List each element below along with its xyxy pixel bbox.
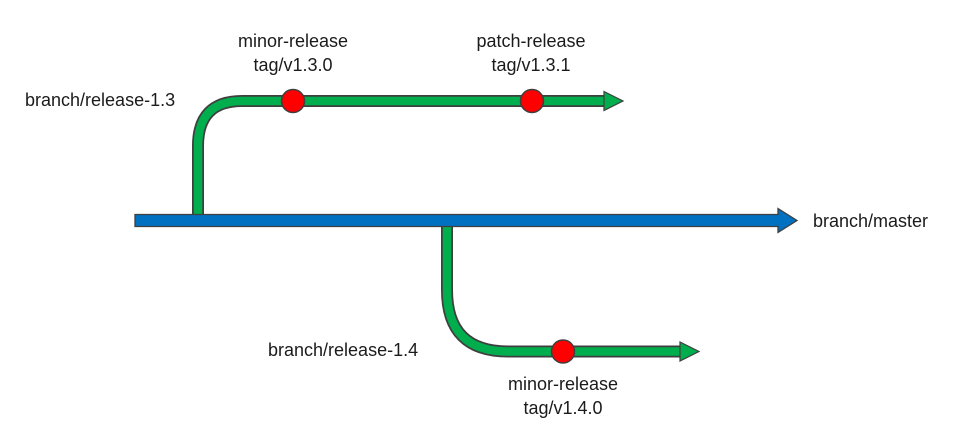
tag-label-v1-3-1: patch-release tag/v1.3.1 [441,29,621,77]
branch-release-1-3-arrowhead-icon [603,90,625,112]
master-branch-arrow [134,207,799,234]
commit-dot-v1-4-0 [550,339,576,364]
tag-label-v1-4-0: minor-release tag/v1.4.0 [473,372,653,420]
tag-name: minor-release [237,31,349,51]
tag-label-v1-3-0: minor-release tag/v1.3.0 [203,29,383,77]
branch-release-1-4-line [441,218,701,362]
branch-release-1-4-arrowhead-icon [679,341,701,362]
branch-release-1-3-label: branch/release-1.3 [25,90,176,110]
branch-release-1-3-stroke [193,96,605,224]
commit-dot-v1-3-0 [280,88,306,114]
tag-version: tag/v1.4.0 [523,398,603,418]
branch-release-1-3-outline [192,95,605,224]
commit-dot-v1-3-1 [519,88,545,114]
branch-release-1-3-line [192,90,625,224]
branch-release-1-4-label: branch/release-1.4 [268,340,419,360]
tag-name: patch-release [476,31,586,51]
tag-version: tag/v1.3.0 [253,55,333,75]
branch-release-1-4-outline [441,218,681,358]
tag-version: tag/v1.3.1 [491,55,571,75]
branch-master-label: branch/master [813,211,929,231]
tag-name: minor-release [507,374,619,394]
branch-release-1-4-stroke [442,218,681,356]
